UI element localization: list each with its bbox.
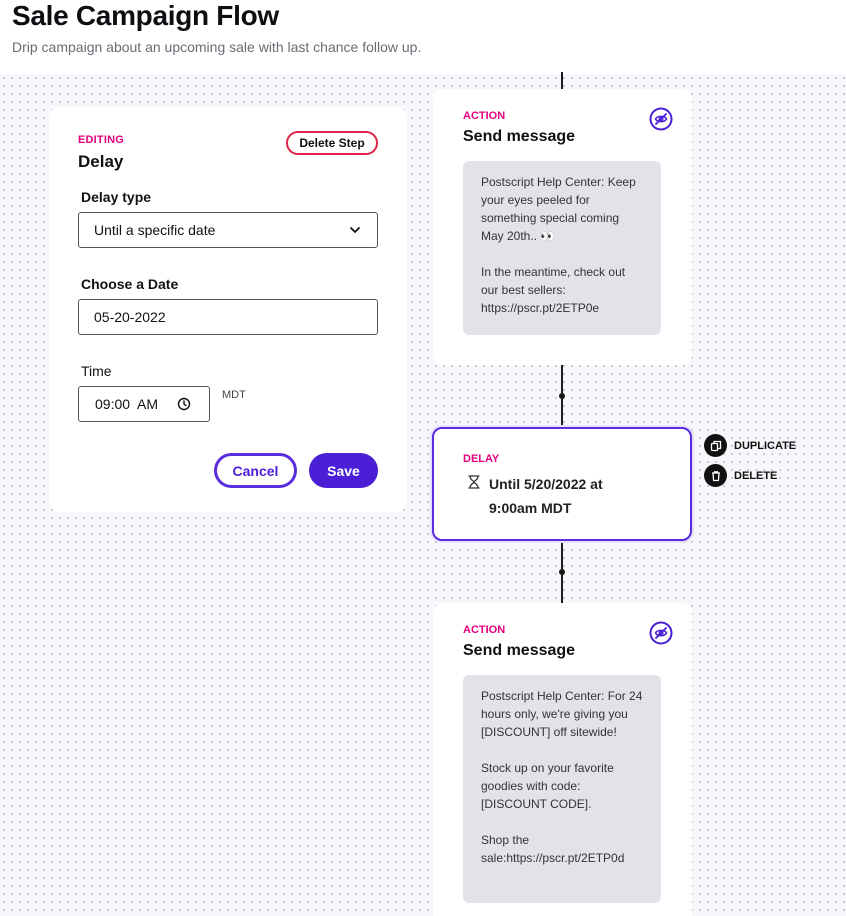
page-subtitle: Drip campaign about an upcoming sale wit… (12, 39, 422, 55)
time-label: Time (81, 363, 112, 379)
duplicate-action[interactable]: DUPLICATE (704, 434, 796, 457)
delete-action[interactable]: DELETE (704, 464, 777, 487)
node-title: Send message (463, 128, 576, 145)
message-preview: Postscript Help Center: For 24 hours onl… (463, 675, 661, 903)
date-input[interactable]: 05-20-2022 (78, 299, 378, 335)
delete-step-button[interactable]: Delete Step (286, 131, 378, 155)
editing-label: EDITING (78, 134, 125, 146)
trash-icon (704, 464, 727, 487)
message-preview: Postscript Help Center: Keep your eyes p… (463, 161, 661, 335)
delay-editor-panel: EDITING Delay Delete Step Delay type Unt… (49, 107, 407, 512)
node-kind-label: ACTION (463, 624, 506, 636)
timezone-label: MDT (222, 389, 246, 401)
connector-line (561, 72, 563, 90)
connector-dot (559, 393, 565, 399)
page-title: Sale Campaign Flow (12, 0, 279, 31)
time-input[interactable]: 09:00 AM (78, 386, 210, 422)
node-title: Send message (463, 642, 576, 659)
eye-off-icon[interactable] (649, 107, 673, 131)
date-value: 05-20-2022 (94, 309, 166, 325)
chevron-down-icon (350, 227, 360, 233)
delay-type-label: Delay type (81, 189, 152, 205)
node-kind-label: DELAY (463, 453, 500, 465)
date-label: Choose a Date (81, 276, 179, 292)
action-node-send-message[interactable]: ACTION Send message Postscript Help Cent… (433, 89, 692, 365)
cancel-button[interactable]: Cancel (214, 453, 297, 488)
hourglass-icon (468, 475, 480, 489)
delay-type-select[interactable]: Until a specific date (78, 212, 378, 248)
time-value: 09:00 AM (95, 396, 159, 412)
delay-node[interactable]: DELAY Until 5/20/2022 at 9:00am MDT (432, 427, 692, 541)
delay-summary: Until 5/20/2022 at 9:00am MDT (489, 476, 603, 516)
action-node-send-message[interactable]: ACTION Send message Postscript Help Cent… (433, 603, 692, 916)
connector-dot (559, 569, 565, 575)
duplicate-label: DUPLICATE (734, 439, 797, 452)
delete-label: DELETE (734, 469, 778, 482)
copy-icon (704, 434, 727, 457)
clock-icon[interactable] (177, 397, 191, 411)
editor-title: Delay (78, 152, 124, 171)
node-kind-label: ACTION (463, 110, 506, 122)
save-button[interactable]: Save (309, 453, 378, 488)
eye-off-icon[interactable] (649, 621, 673, 645)
delay-type-value: Until a specific date (94, 222, 216, 238)
